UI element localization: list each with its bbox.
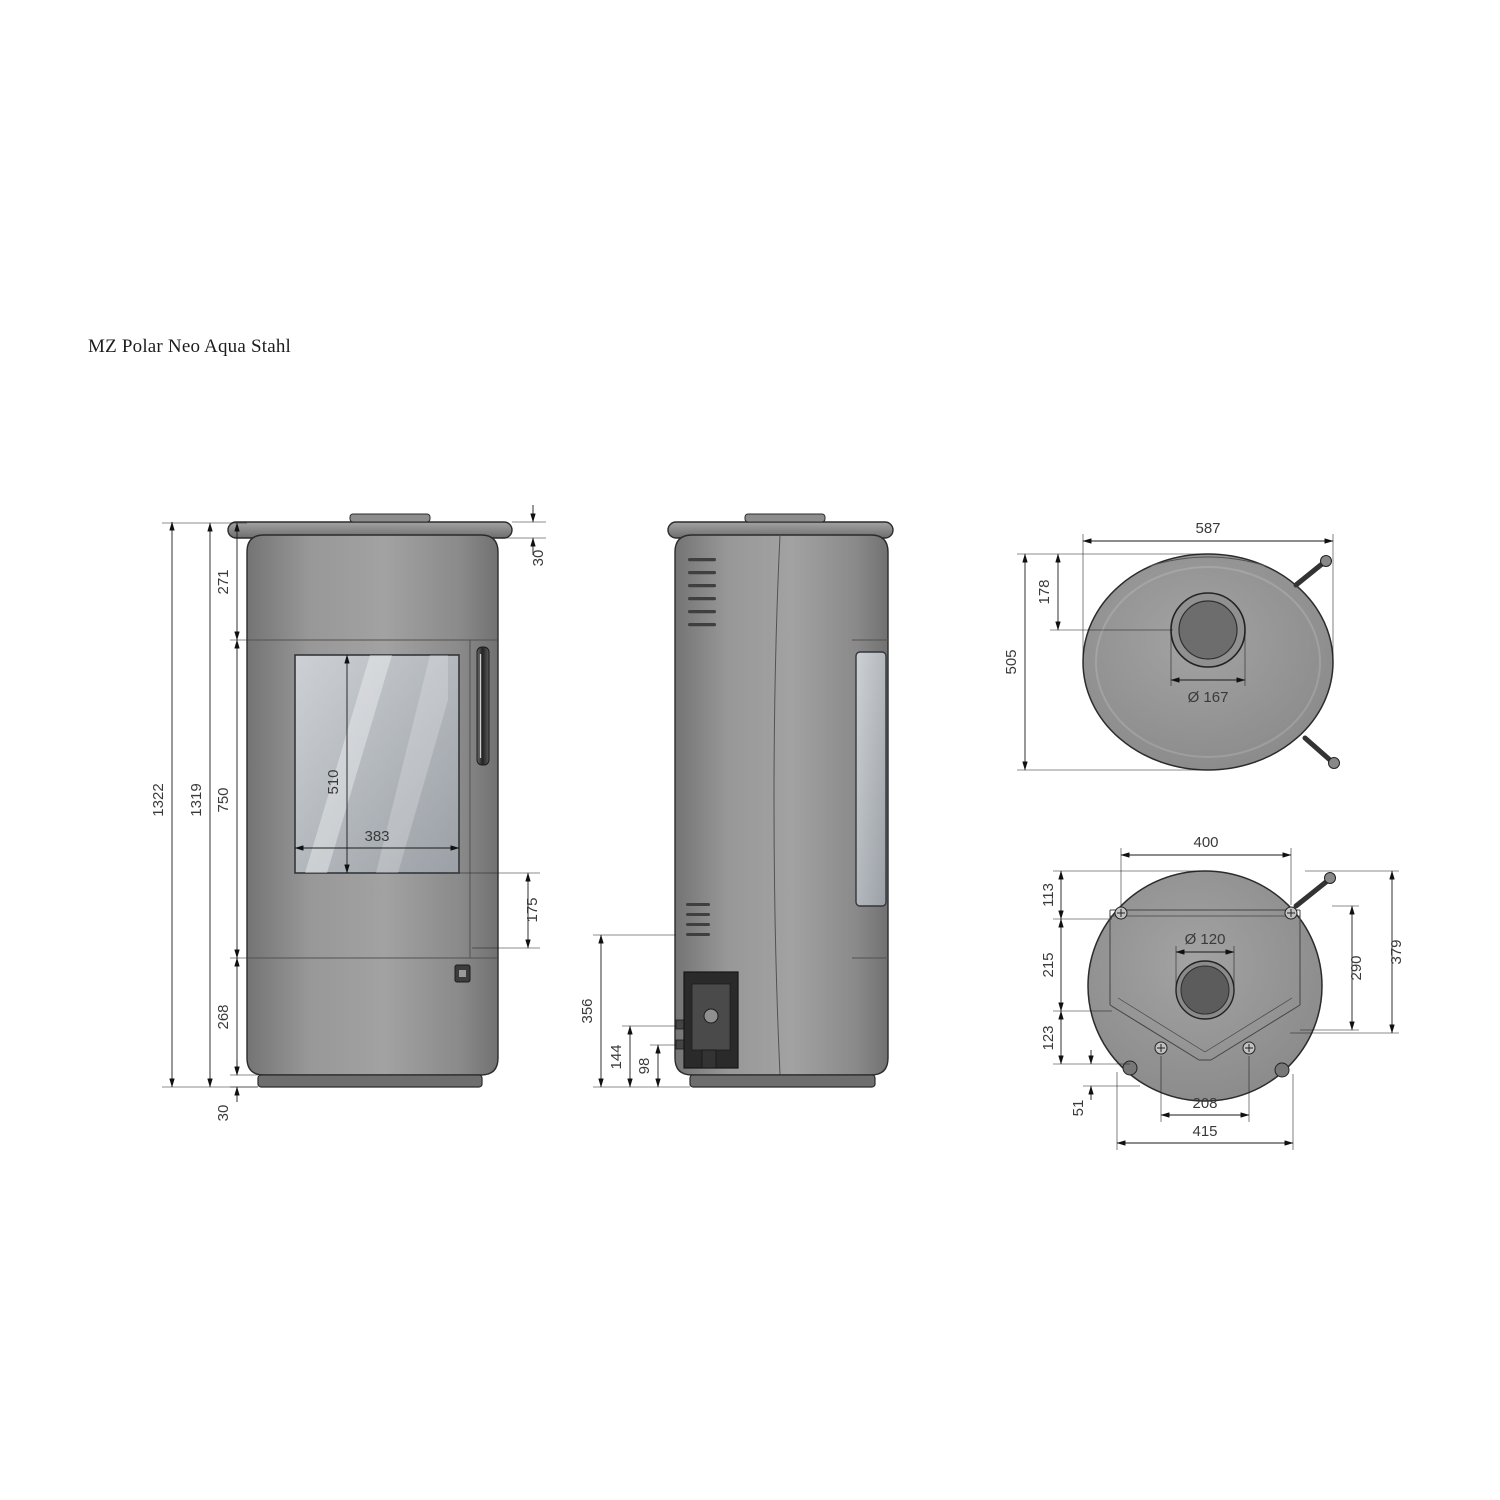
side-dimensions: 356 144 98 [579, 934, 690, 1088]
dim-top-plate: 30 [530, 550, 547, 567]
dim-144: 144 [608, 1044, 625, 1069]
dim-glass-width: 383 [364, 828, 389, 845]
top-view: 587 505 178 Ø 167 [1003, 520, 1340, 771]
side-vents-bottom [686, 903, 710, 936]
dim-hole-diameter: Ø 120 [1185, 931, 1226, 948]
dim-113: 113 [1040, 883, 1057, 907]
glass-window [294, 654, 460, 874]
stove-side-body [674, 534, 889, 1076]
mounting-plate-lines [1109, 909, 1301, 1061]
mounting-screw [1242, 1041, 1256, 1055]
foot-right [1274, 1062, 1290, 1078]
flue-collar-inner [1178, 600, 1238, 660]
top-handle-upper [1293, 555, 1332, 588]
side-vents-top [688, 558, 716, 627]
dim-415: 415 [1192, 1123, 1217, 1140]
front-view: 1322 1319 271 750 268 30 30 510 383 [150, 505, 547, 1121]
dim-290: 290 [1348, 955, 1365, 980]
dim-flue-offset: 178 [1036, 579, 1053, 604]
dim-98: 98 [636, 1058, 653, 1075]
side-view: 356 144 98 [579, 513, 894, 1088]
dim-top-depth: 505 [1003, 649, 1020, 674]
dim-208: 208 [1192, 1095, 1217, 1112]
dim-123: 123 [1040, 1025, 1057, 1050]
top-dimensions: 587 505 178 Ø 167 [1003, 520, 1334, 771]
side-lid [744, 513, 826, 523]
bottom-view: 400 113 215 123 51 Ø 120 290 [1040, 834, 1405, 1150]
mounting-screw [1154, 1041, 1168, 1055]
top-handle-lower [1302, 735, 1340, 769]
dim-base-height: 30 [215, 1105, 232, 1122]
side-window [855, 651, 887, 907]
front-lid [349, 513, 431, 523]
dim-215: 215 [1040, 952, 1057, 977]
dim-glass-height: 510 [325, 769, 342, 794]
bottom-handle [1293, 872, 1336, 909]
foot-left [1122, 1060, 1138, 1076]
dim-flue-diameter: Ø 167 [1188, 689, 1229, 706]
dim-top-section: 271 [215, 569, 232, 594]
mounting-screw [1114, 906, 1128, 920]
bottom-dimensions: 400 113 215 123 51 Ø 120 290 [1040, 834, 1405, 1150]
front-dimensions: 1322 1319 271 750 268 30 30 510 383 [150, 505, 547, 1121]
dim-top-width: 587 [1195, 520, 1220, 537]
floor-hole-inner [1180, 965, 1230, 1015]
dim-inner-height: 1319 [188, 783, 205, 816]
mounting-screw [1284, 906, 1298, 920]
dim-total-height: 1322 [150, 783, 167, 816]
dim-below-glass: 175 [524, 897, 541, 922]
stove-base-front [257, 1074, 483, 1088]
dim-51: 51 [1070, 1100, 1087, 1117]
door-handle [476, 646, 490, 766]
stove-base-side [689, 1074, 876, 1088]
water-connection-box [683, 971, 739, 1069]
dim-bottom-section: 268 [215, 1004, 232, 1029]
drawing-title: MZ Polar Neo Aqua Stahl [88, 336, 292, 357]
dim-door-section: 750 [215, 787, 232, 812]
dim-379: 379 [1388, 939, 1405, 964]
dim-mount-width: 400 [1193, 834, 1218, 851]
dim-connection-height: 356 [579, 998, 596, 1023]
